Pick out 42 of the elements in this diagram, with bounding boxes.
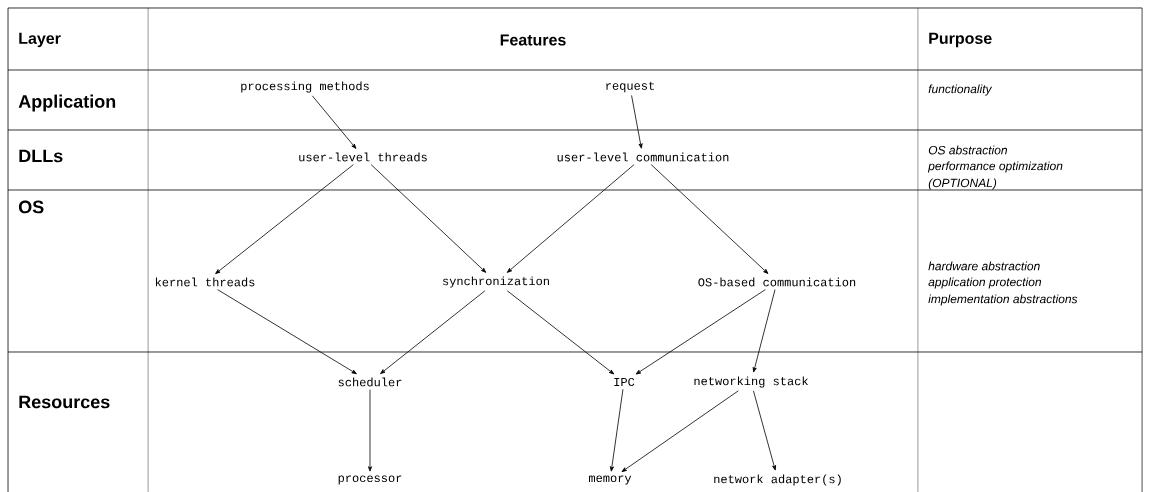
arrow — [753, 390, 777, 471]
purpose-text: functionality — [928, 84, 993, 96]
arrow — [215, 164, 354, 275]
layer-name: DLLs — [19, 149, 63, 163]
arrow — [621, 390, 739, 473]
column-header: Purpose — [929, 32, 992, 48]
feature-text: network adapter(s) — [714, 474, 841, 486]
arrow — [311, 95, 357, 149]
feature-text: memory — [589, 475, 632, 485]
column-header: Features — [500, 34, 566, 46]
arrow — [609, 388, 624, 472]
purpose-text: performance optimization — [927, 161, 1063, 173]
feature-text: OS-based communication — [698, 277, 856, 287]
feature-text: networking stack — [694, 376, 808, 388]
layer-name: Resources — [19, 395, 110, 409]
arrow — [650, 164, 769, 274]
feature-text: processor — [338, 475, 402, 485]
purpose-text: (OPTIONAL) — [928, 178, 997, 190]
layer-name: OS — [18, 200, 44, 214]
arrow — [506, 290, 615, 375]
arrow — [631, 95, 643, 149]
arrow — [368, 389, 372, 472]
arrow — [506, 164, 635, 273]
arrow — [217, 289, 357, 375]
arrow — [370, 164, 487, 273]
layer-name: Application — [18, 94, 116, 112]
feature-text: IPC — [614, 377, 635, 387]
purpose-text: hardware abstraction — [928, 261, 1040, 271]
arrow — [635, 289, 766, 375]
purpose-text: application protection — [928, 277, 1042, 289]
column-header: Layer — [19, 32, 61, 48]
feature-text: user-level communication — [557, 152, 729, 162]
feature-text: processing methods — [241, 81, 369, 93]
feature-text: synchronization — [443, 276, 549, 288]
feature-text: kernel threads — [156, 277, 255, 287]
feature-text: scheduler — [338, 377, 402, 387]
feature-text: request — [606, 81, 654, 93]
purpose-text: OS abstraction — [928, 145, 1007, 155]
purpose-text: implementation abstractions — [928, 294, 1078, 306]
arrow — [380, 290, 486, 375]
arrow — [752, 289, 776, 373]
feature-text: user-level threads — [299, 152, 427, 162]
